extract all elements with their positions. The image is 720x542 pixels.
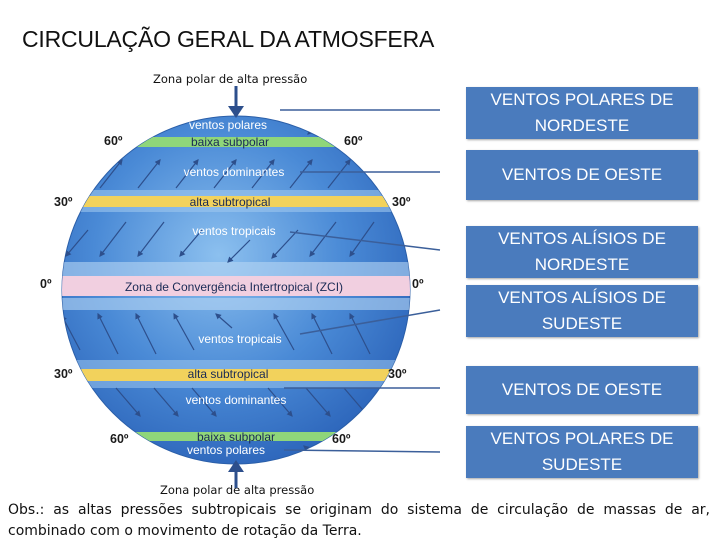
wind-box-line1: VENTOS POLARES DE bbox=[490, 429, 674, 448]
polar-arrow-south bbox=[228, 460, 244, 488]
wind-box-line2: NORDESTE bbox=[534, 116, 630, 135]
wind-box-alisios-sudeste: VENTOS ALÍSIOS DE SUDESTE bbox=[466, 285, 698, 337]
wind-box-polares-nordeste: VENTOS POLARES DE NORDESTE bbox=[466, 87, 698, 139]
label-zci: Zona de Convergência Intertropical (ZCI) bbox=[125, 280, 343, 294]
lat-30n-left: 30º bbox=[54, 195, 73, 209]
zone-label-top: Zona polar de alta pressão bbox=[153, 72, 308, 86]
zone-label-bottom: Zona polar de alta pressão bbox=[160, 483, 315, 497]
lat-30n-right: 30º bbox=[392, 195, 411, 209]
wind-box-line1: VENTOS DE OESTE bbox=[501, 380, 663, 399]
arrows-westerlies-south bbox=[115, 387, 369, 417]
wind-box-oeste-north: VENTOS DE OESTE bbox=[466, 150, 698, 200]
wind-box-polares-sudeste: VENTOS POLARES DE SUDESTE bbox=[466, 426, 698, 478]
wind-box-line2: NORDESTE bbox=[534, 255, 630, 274]
wind-box-line1: VENTOS POLARES DE bbox=[490, 90, 674, 109]
lat-eq-right: 0º bbox=[412, 277, 424, 291]
lat-30s-left: 30º bbox=[54, 367, 73, 381]
wind-box-oeste-south: VENTOS DE OESTE bbox=[466, 366, 698, 414]
label-ventos-tropicais-north: ventos tropicais bbox=[192, 224, 275, 238]
alta-subtropical-band-south bbox=[62, 369, 410, 381]
lat-eq-left: 0º bbox=[40, 277, 52, 291]
polar-arrow-north bbox=[228, 86, 244, 118]
label-ventos-tropicais-south: ventos tropicais bbox=[198, 332, 281, 346]
label-baixa-subpolar-north: baixa subpolar bbox=[191, 135, 269, 149]
arrows-trades-south bbox=[62, 312, 371, 355]
label-ventos-polares-north: ventos polares bbox=[189, 118, 267, 132]
baixa-subpolar-band-south bbox=[62, 432, 410, 441]
wind-box-line1: VENTOS ALÍSIOS DE bbox=[498, 229, 666, 248]
zci-band bbox=[62, 276, 410, 296]
arrows-trades-north bbox=[65, 221, 375, 263]
wind-box-alisios-nordeste: VENTOS ALÍSIOS DE NORDESTE bbox=[466, 226, 698, 278]
light-band-eq-upper bbox=[62, 262, 410, 276]
wind-box-line2: SUDESTE bbox=[541, 455, 623, 474]
wind-box-line2: SUDESTE bbox=[541, 314, 623, 333]
baixa-subpolar-band-north bbox=[62, 137, 410, 147]
lat-60s-left: 60º bbox=[110, 432, 129, 446]
lat-30s-right: 30º bbox=[388, 367, 407, 381]
label-baixa-subpolar-south: baixa subpolar bbox=[197, 430, 275, 444]
light-band-eq-lower bbox=[62, 298, 410, 310]
connector-lines bbox=[280, 109, 441, 453]
wind-box-line1: VENTOS DE OESTE bbox=[501, 165, 663, 184]
label-alta-subtropical-north: alta subtropical bbox=[190, 195, 271, 209]
alta-subtropical-band-north bbox=[62, 196, 410, 207]
label-ventos-polares-south: ventos polares bbox=[187, 443, 265, 457]
label-alta-subtropical-south: alta subtropical bbox=[188, 367, 269, 381]
lat-60n-left: 60º bbox=[104, 134, 123, 148]
arrows-westerlies-north bbox=[99, 159, 351, 189]
lat-60s-right: 60º bbox=[332, 432, 351, 446]
observation-note: Obs.: as altas pressões subtropicais se … bbox=[8, 502, 710, 539]
lat-60n-right: 60º bbox=[344, 134, 363, 148]
page-title: CIRCULAÇÃO GERAL DA ATMOSFERA bbox=[22, 26, 435, 52]
label-ventos-dominantes-north: ventos dominantes bbox=[184, 165, 285, 179]
label-ventos-dominantes-south: ventos dominantes bbox=[186, 393, 287, 407]
wind-box-line1: VENTOS ALÍSIOS DE bbox=[498, 288, 666, 307]
